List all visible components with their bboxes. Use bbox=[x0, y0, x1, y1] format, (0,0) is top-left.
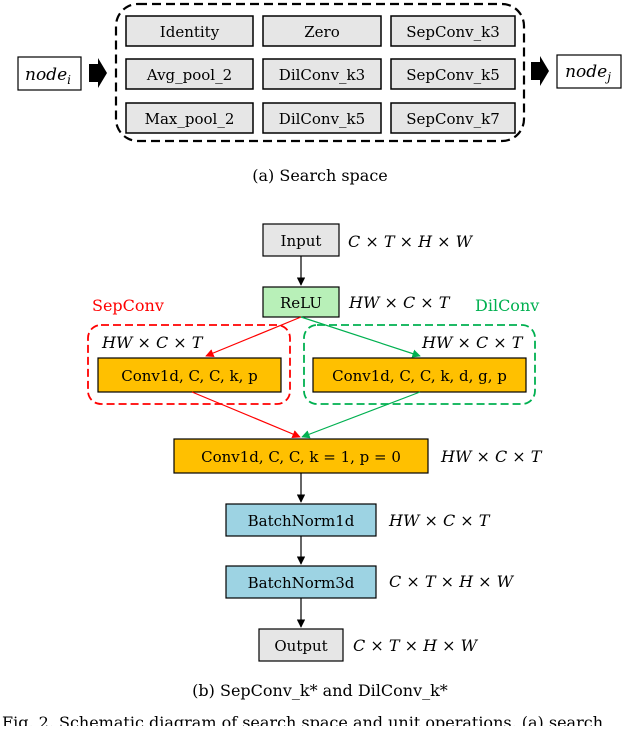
bn1d-shape: HW × C × T bbox=[388, 511, 491, 530]
dilconv-op: Conv1d, C, C, k, d, g, p bbox=[332, 367, 507, 385]
op-sepconv-k3: SepConv_k3 bbox=[406, 23, 500, 41]
dilconv-frame bbox=[303, 324, 536, 405]
bn1d-box bbox=[225, 503, 377, 537]
edge-relu-dilconv bbox=[300, 316, 421, 358]
input-label: Input bbox=[281, 232, 322, 250]
op-dilconv-k3: DilConv_k3 bbox=[279, 66, 365, 84]
op-avg-pool-2: Avg_pool_2 bbox=[146, 66, 232, 84]
input-shape: C × T × H × W bbox=[348, 232, 474, 251]
output-box bbox=[258, 628, 344, 662]
op-max-pool-2: Max_pool_2 bbox=[145, 110, 235, 128]
svg-text:nodei: nodei bbox=[25, 65, 71, 87]
dilconv-op-box bbox=[312, 357, 527, 393]
op-sepconv-k7: SepConv_k7 bbox=[406, 110, 500, 128]
arrow-in-icon bbox=[89, 58, 107, 88]
input-box bbox=[262, 223, 340, 257]
bn1d-label: BatchNorm1d bbox=[248, 512, 355, 530]
op-sepconv-k5: SepConv_k5 bbox=[406, 66, 500, 84]
op-grid: Identity Zero SepConv_k3 Avg_pool_2 DilC… bbox=[125, 15, 516, 134]
sepconv-op: Conv1d, C, C, k, p bbox=[121, 367, 258, 385]
caption-b: (b) SepConv_k* and DilConv_k* bbox=[192, 681, 448, 700]
node-j-label: node bbox=[565, 62, 607, 82]
caption-a: (a) Search space bbox=[252, 166, 388, 185]
edge-sepconv-pointwise bbox=[191, 391, 301, 438]
pointwise-shape: HW × C × T bbox=[440, 447, 543, 466]
node-i: nodei bbox=[17, 56, 82, 91]
relu-shape: HW × C × T bbox=[348, 293, 451, 312]
dilconv-shape: HW × C × T bbox=[421, 333, 524, 352]
dilconv-label: DilConv bbox=[475, 296, 539, 315]
bn3d-box bbox=[225, 565, 377, 599]
output-shape: C × T × H × W bbox=[353, 636, 479, 655]
search-space-frame bbox=[114, 2, 526, 143]
node-i-sub: i bbox=[67, 73, 71, 87]
bn3d-label: BatchNorm3d bbox=[248, 574, 355, 592]
figure-caption: Fig. 2. Schematic diagram of search spac… bbox=[2, 713, 603, 726]
edge-dilconv-pointwise bbox=[301, 391, 421, 439]
node-i-label: node bbox=[25, 65, 67, 85]
sepconv-op-box bbox=[97, 357, 282, 393]
op-dilconv-k5: DilConv_k5 bbox=[279, 110, 365, 128]
output-label: Output bbox=[274, 637, 327, 655]
edge-relu-sepconv bbox=[205, 316, 302, 358]
sepconv-frame bbox=[87, 324, 291, 405]
arrow-out-icon bbox=[531, 56, 549, 86]
node-j: nodej bbox=[556, 54, 622, 89]
pointwise-box bbox=[173, 438, 429, 474]
relu-label: ReLU bbox=[280, 294, 322, 312]
pointwise-op: Conv1d, C, C, k = 1, p = 0 bbox=[201, 448, 401, 466]
bn3d-shape: C × T × H × W bbox=[389, 572, 515, 591]
op-identity: Identity bbox=[160, 23, 220, 41]
sepconv-shape: HW × C × T bbox=[101, 333, 204, 352]
op-zero: Zero bbox=[304, 23, 340, 41]
relu-box bbox=[262, 286, 340, 318]
node-j-sub: j bbox=[604, 70, 611, 84]
sepconv-label: SepConv bbox=[92, 296, 164, 315]
svg-text:nodej: nodej bbox=[565, 62, 611, 84]
